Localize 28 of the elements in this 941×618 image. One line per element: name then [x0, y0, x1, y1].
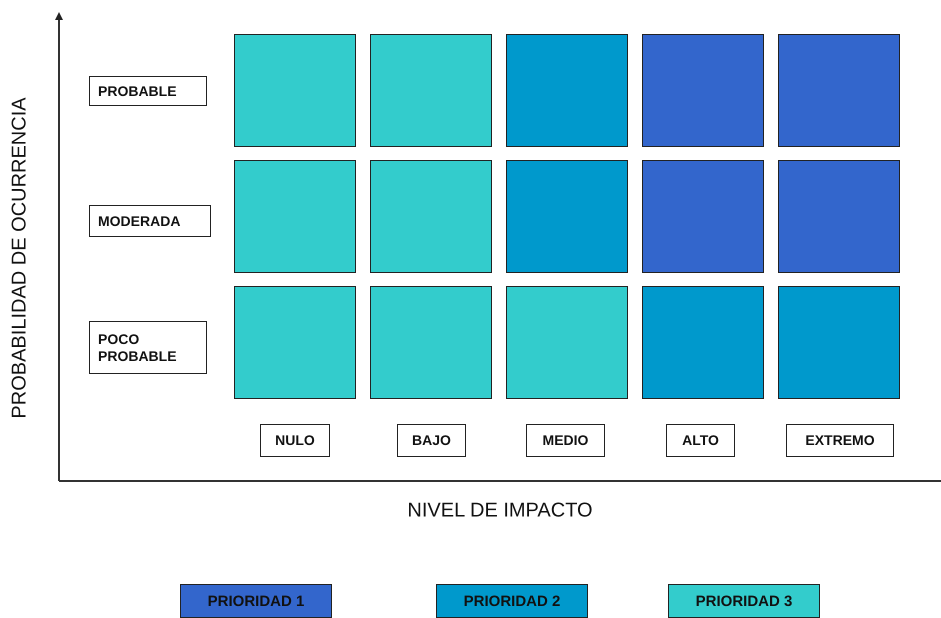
probability-label: PROBABLE	[89, 76, 207, 106]
impact-level-label: NULO	[260, 424, 330, 457]
legend-swatch: PRIORIDAD 3	[668, 584, 820, 618]
matrix-cell	[778, 160, 900, 273]
matrix-cell	[642, 286, 764, 399]
legend-swatch: PRIORIDAD 1	[180, 584, 332, 618]
axis-title: NIVEL DE IMPACTO	[407, 500, 593, 522]
impact-level-label: BAJO	[397, 424, 466, 457]
matrix-cell	[370, 34, 492, 147]
matrix-cell	[778, 286, 900, 399]
impact-level-label: EXTREMO	[786, 424, 894, 457]
impact-level-label: ALTO	[666, 424, 735, 457]
matrix-cell	[642, 34, 764, 147]
matrix-cell	[234, 34, 356, 147]
matrix-cell	[234, 286, 356, 399]
axis-title: PROBABILIDAD DE OCURRENCIA	[8, 97, 32, 419]
impact-level-label: MEDIO	[526, 424, 605, 457]
matrix-cell	[642, 160, 764, 273]
probability-label: POCO PROBABLE	[89, 321, 207, 374]
legend-swatch: PRIORIDAD 2	[436, 584, 588, 618]
matrix-cell	[370, 160, 492, 273]
probability-label: MODERADA	[89, 205, 211, 237]
matrix-cell	[370, 286, 492, 399]
matrix-cell	[506, 34, 628, 147]
matrix-cell	[506, 160, 628, 273]
matrix-cell	[778, 34, 900, 147]
matrix-cell	[506, 286, 628, 399]
matrix-cell	[234, 160, 356, 273]
